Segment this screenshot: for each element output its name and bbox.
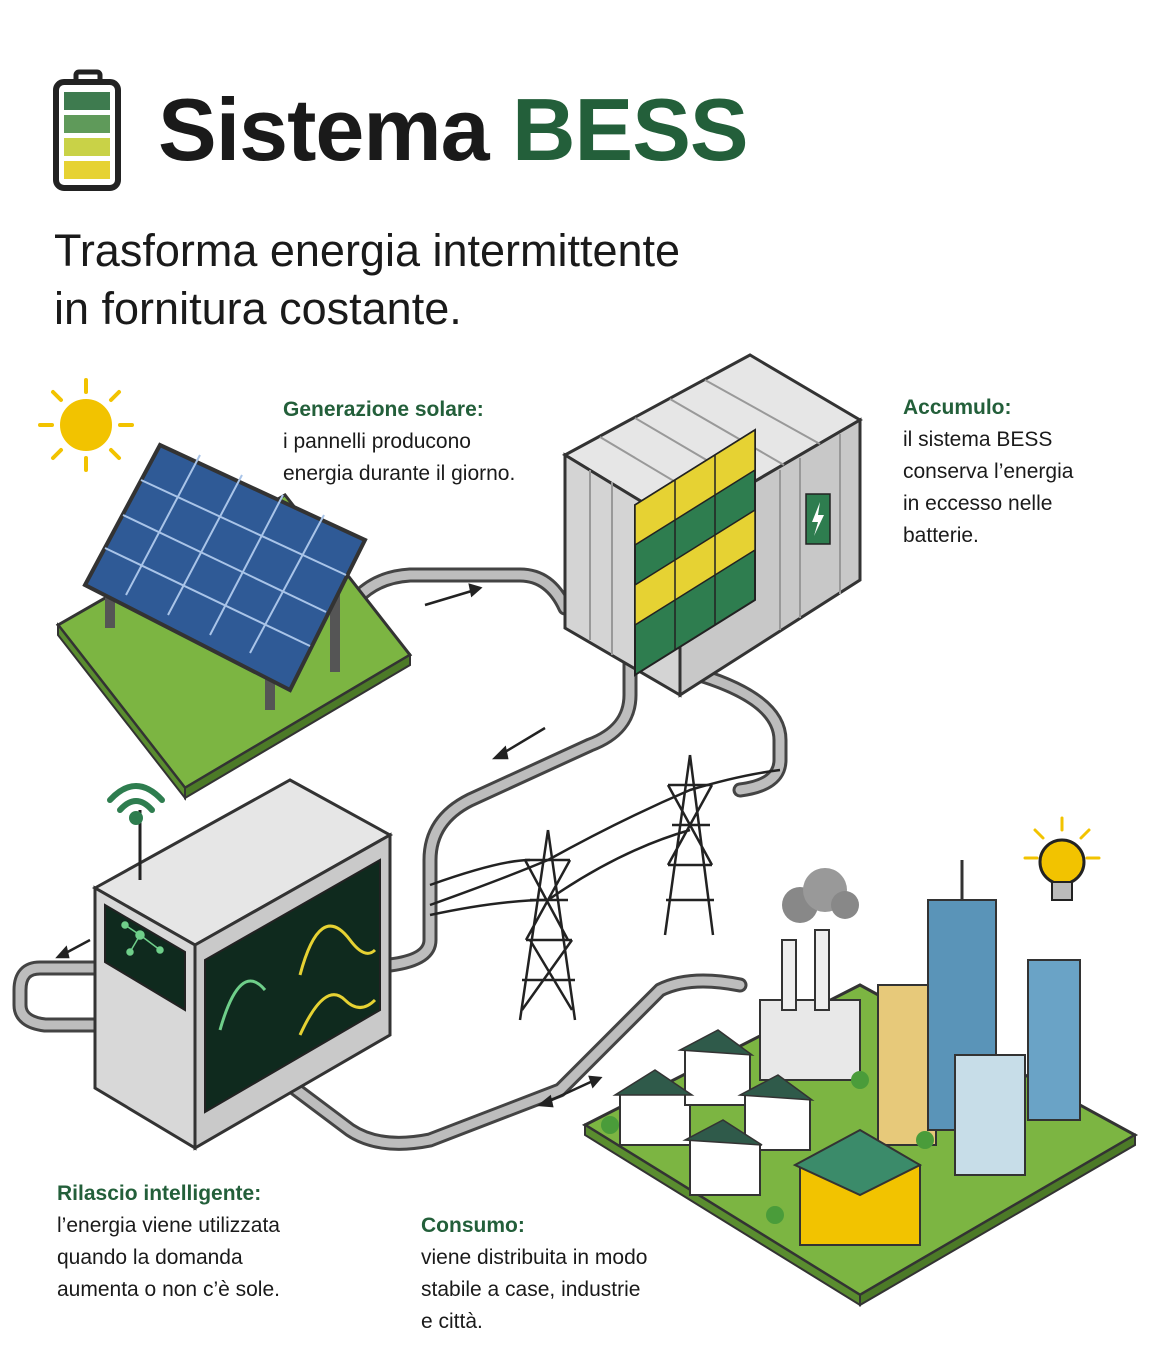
lightning-icon: [812, 502, 824, 536]
step-solar-generation: Generazione solare: i pannelli producono…: [283, 394, 515, 490]
solar-panel: [55, 442, 413, 801]
step-body: i pannelli producono energia durante il …: [283, 430, 516, 485]
step-storage: Accumulo: il sistema BESS conserva l’ene…: [903, 392, 1073, 552]
step-heading: Rilascio intelligente:: [57, 1182, 262, 1205]
subtitle-line-2: in fornitura costante.: [54, 283, 462, 334]
city: [581, 860, 1139, 1307]
sun-icon: [38, 378, 134, 472]
step-consumption: Consumo: viene distribuita in modo stabi…: [421, 1210, 647, 1338]
light-bulb-icon: [1023, 816, 1101, 901]
step-heading: Accumulo:: [903, 396, 1012, 419]
step-heading: Consumo:: [421, 1214, 525, 1237]
step-body: il sistema BESS conserva l’energia in ec…: [903, 428, 1074, 547]
flow-arrow: [55, 583, 603, 1108]
title-accent: BESS: [511, 80, 749, 179]
wifi-icon: [107, 783, 165, 825]
battery-icon: [53, 69, 121, 191]
control-unit: [91, 778, 394, 1151]
step-body: l’energia viene utilizzata quando la dom…: [57, 1214, 280, 1301]
title-main: Sistema: [158, 80, 490, 179]
step-heading: Generazione solare:: [283, 398, 484, 421]
flow-pipes: [12, 567, 788, 1151]
subtitle-line-1: Trasforma energia intermittente: [54, 225, 681, 276]
page-title: Sistema BESS: [158, 86, 749, 174]
transmission-tower: [429, 754, 781, 1021]
bess-container: [561, 353, 863, 698]
page-subtitle: Trasforma energia intermittente in forni…: [54, 222, 680, 338]
step-body: viene distribuita in modo stabile a case…: [421, 1246, 648, 1333]
step-smart-release: Rilascio intelligente: l’energia viene u…: [57, 1178, 280, 1306]
